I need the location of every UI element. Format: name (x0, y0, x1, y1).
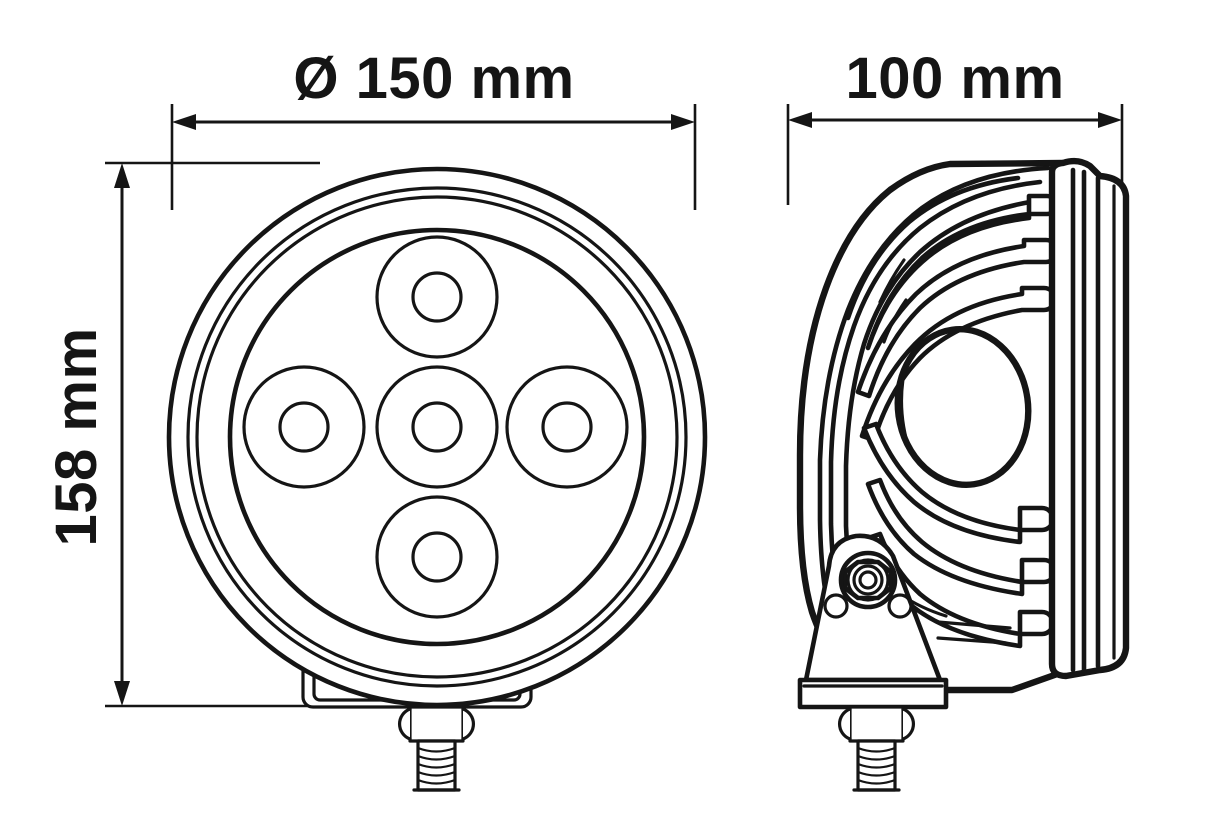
thread-line (416, 762, 457, 769)
side-front-bezel (1048, 157, 1130, 680)
thread-line (416, 754, 457, 761)
led-outer-ring (375, 235, 499, 359)
stud-threads (856, 746, 897, 785)
thread-line (416, 746, 457, 753)
thread-line (416, 778, 457, 785)
led-right (505, 365, 629, 489)
dim-label-height-front: 158 mm (44, 327, 109, 546)
cooling-fin-accent-5 (882, 298, 908, 344)
arrow-left-150 (172, 114, 196, 130)
thread-line (856, 754, 897, 761)
led-inner-ring (541, 401, 593, 453)
bracket-base-plate (797, 677, 949, 710)
arrow-left-100 (788, 112, 812, 128)
lens-oval-inner-arc (899, 366, 912, 454)
dim-label-width-front: Ø 150 mm (293, 46, 574, 111)
stud-collar-left-cap (837, 707, 852, 741)
side-mount-stud (837, 705, 916, 792)
stud-threads (416, 746, 457, 785)
cooling-fin-1 (845, 175, 1021, 321)
cooling-fin-accent-1 (936, 620, 1012, 630)
led-outer-ring (242, 365, 366, 489)
lens-bezel-ring (227, 227, 647, 647)
front-mount-stud (397, 705, 476, 792)
stud-collar-left-cap (397, 707, 412, 741)
side-lens-detail (894, 326, 1032, 488)
led-center (375, 365, 499, 489)
front-lamp-body (166, 166, 708, 708)
stud-collar-right-cap (461, 707, 476, 741)
hex-pivot-bolt (838, 550, 898, 610)
stud-collar (408, 705, 465, 743)
front-led-array (242, 235, 629, 619)
pivot-ring-outer (838, 550, 898, 610)
dimension-depth-side: 100 mm (786, 46, 1124, 205)
body-outer-ring (166, 166, 708, 708)
side-view (796, 157, 1130, 792)
thread-line (856, 762, 897, 769)
side-swivel-bracket (797, 533, 949, 710)
led-bottom (375, 495, 499, 619)
thread-line (856, 770, 897, 777)
led-inner-ring (278, 401, 330, 453)
adjustment-hole-right (887, 593, 913, 619)
led-outer-ring (505, 365, 629, 489)
thread-line (416, 770, 457, 777)
led-inner-ring (411, 531, 463, 583)
body-inner-ring (195, 195, 679, 679)
arrow-right-100 (1098, 112, 1122, 128)
dimension-width-front: Ø 150 mm (170, 46, 697, 210)
stud-collar (848, 705, 905, 743)
lens-oval-outer (894, 326, 1032, 488)
stud-collar-right-cap (901, 707, 916, 741)
led-inner-ring (411, 401, 463, 453)
pivot-ring-mid (846, 558, 890, 602)
led-inner-ring (411, 271, 463, 323)
dim-label-depth-side: 100 mm (845, 46, 1064, 111)
cooling-fin-accent-4 (878, 258, 906, 304)
pivot-ring-inner (852, 564, 884, 596)
arrow-right-150 (671, 114, 695, 130)
bezel-body (1048, 157, 1130, 680)
led-outer-ring (375, 365, 499, 489)
pivot-center-hole (858, 570, 878, 590)
adjustment-hole-left (823, 593, 849, 619)
led-left (242, 365, 366, 489)
arrow-top-158 (114, 163, 130, 188)
thread-line (856, 778, 897, 785)
led-top (375, 235, 499, 359)
led-outer-ring (375, 495, 499, 619)
body-mid-ring (186, 186, 688, 688)
cooling-fin-accent-2 (936, 636, 1008, 645)
arrow-bottom-158 (114, 681, 130, 706)
dimension-height-front: 158 mm (44, 161, 330, 708)
thread-line (856, 746, 897, 753)
front-view (166, 166, 708, 792)
